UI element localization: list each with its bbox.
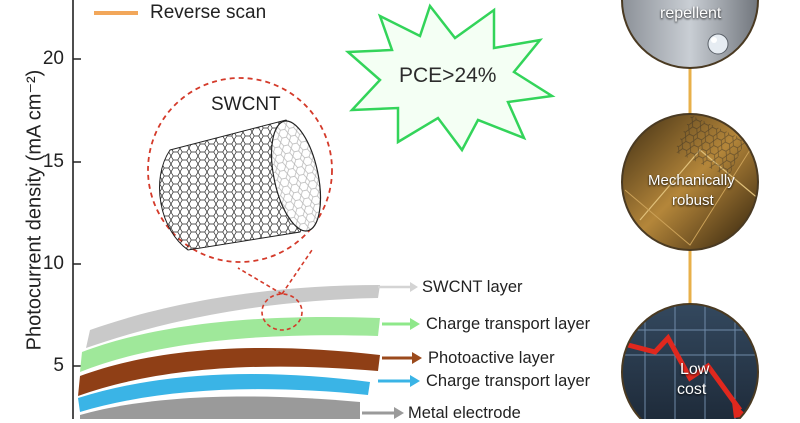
layer-label-swcnt: SWCNT layer <box>422 278 523 296</box>
y-tick-label-10: 10 <box>42 253 64 274</box>
zoom-target-circle <box>261 293 303 331</box>
feature-cost-text: cost <box>677 381 707 398</box>
feature-low-text: Low <box>680 361 710 378</box>
layer-label-charge-transport-top: Charge transport layer <box>426 315 591 333</box>
layer-label-metal-electrode: Metal electrode <box>408 404 521 422</box>
swcnt-layer <box>86 285 380 348</box>
y-tick-label-20: 20 <box>42 48 64 69</box>
layer-label-photoactive: Photoactive layer <box>428 349 555 367</box>
y-axis-label: Photocurrent density (mA cm⁻²) <box>23 69 46 351</box>
charge-transport-layer-bottom <box>78 374 370 412</box>
metal-electrode-layer <box>80 396 360 419</box>
feature-repellent-text: repellent <box>660 5 722 22</box>
photoactive-layer <box>78 347 380 396</box>
nanotube-illustration <box>159 119 322 251</box>
feature-circle-mechanically-robust <box>622 114 758 250</box>
charge-transport-layer-top <box>80 316 380 372</box>
y-tick-label-5: 5 <box>53 355 64 376</box>
layer-label-charge-transport-bottom: Charge transport layer <box>426 372 591 390</box>
pce-badge: PCE>24% <box>399 64 497 87</box>
feature-circle-low-cost <box>622 304 758 419</box>
pce-starburst <box>344 3 556 153</box>
y-tick-label-15: 15 <box>42 151 64 172</box>
legend-reverse-scan: Reverse scan <box>150 2 267 23</box>
feature-robust-text: robust <box>672 192 714 209</box>
layer-stack <box>78 285 380 419</box>
feature-mechanically-text: Mechanically <box>648 172 735 189</box>
swcnt-title: SWCNT <box>211 94 281 115</box>
